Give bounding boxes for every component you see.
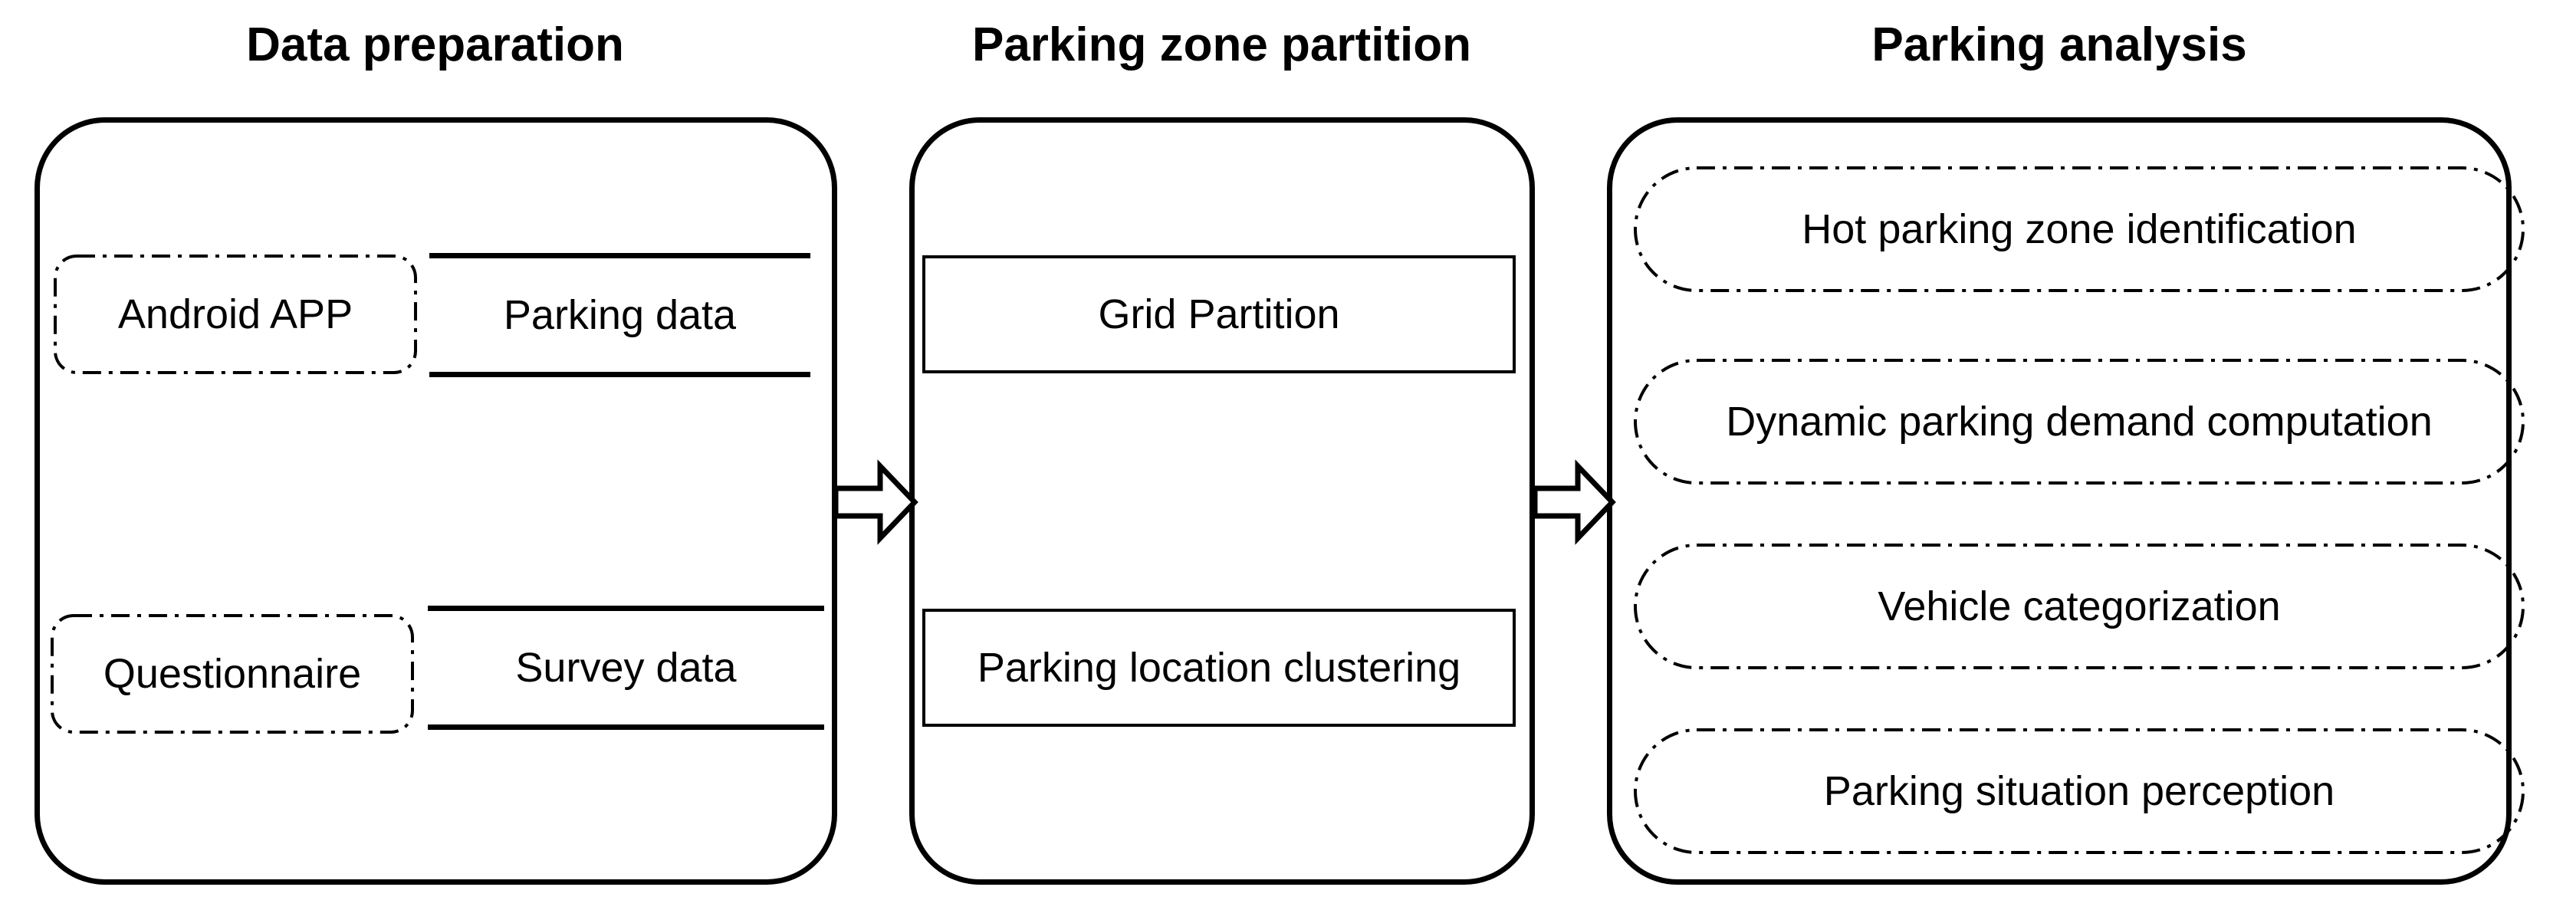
task-label-dynamic-demand-computation: Dynamic parking demand computation [1726,399,2433,445]
datastore-label-parking-data: Parking data [503,292,737,338]
title-parking-analysis: Parking analysis [1871,18,2247,71]
title-data-preparation: Data preparation [246,18,624,71]
title-parking-zone-partition: Parking zone partition [971,18,1472,71]
datastore-line-bottom-2 [428,724,824,730]
datastore-line-top-2 [428,606,824,611]
source-label-android-app: Android APP [117,291,353,337]
flow-arrow-icon [1532,459,1616,545]
datastore-line-bottom-1 [429,372,810,377]
task-label-hot-zone-identification: Hot parking zone identification [1802,206,2357,252]
method-box-location-clustering: Parking location clustering [922,609,1516,727]
panel-parking-zone-partition [909,117,1535,885]
method-box-grid-partition: Grid Partition [922,255,1516,373]
flow-arrow-icon [833,459,918,545]
source-label-questionnaire: Questionnaire [103,651,362,697]
task-label-vehicle-categorization: Vehicle categorization [1878,583,2281,629]
panel-data-preparation [34,117,837,885]
task-label-situation-perception: Parking situation perception [1823,768,2335,814]
datastore-line-top-1 [429,253,810,258]
datastore-label-survey-data: Survey data [515,645,737,691]
